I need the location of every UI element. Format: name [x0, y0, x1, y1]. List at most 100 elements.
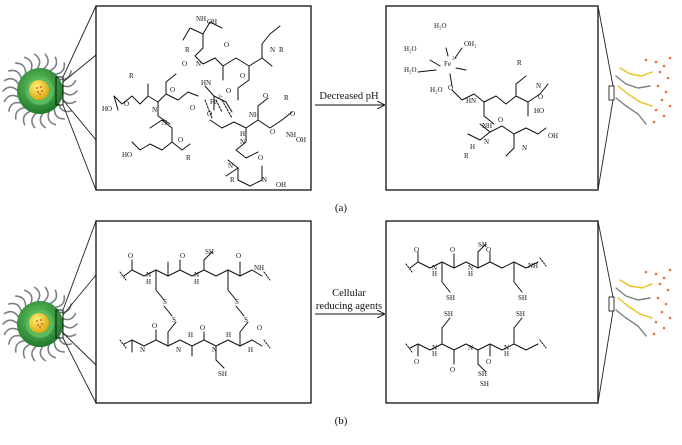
polymer-chain: [33, 53, 41, 71]
atom-label: R: [129, 72, 134, 80]
atom-label: O: [152, 322, 157, 330]
atom-label: S: [172, 316, 176, 324]
released-drug-dot: [644, 270, 648, 274]
atom-label: NH: [286, 131, 296, 139]
atom-label: S: [244, 316, 248, 324]
payload-dot: [39, 85, 43, 89]
atom-label: N: [146, 271, 151, 279]
atom-label: SH: [478, 370, 487, 378]
payload-dot: [38, 92, 42, 96]
atom-label: O: [226, 87, 231, 95]
atom-label: O: [178, 136, 183, 144]
released-drug-dot: [668, 104, 672, 108]
atom-label: R: [517, 59, 522, 67]
polymer-chain: [3, 77, 20, 86]
payload-dot: [38, 325, 42, 329]
atom-label: SH: [516, 310, 525, 318]
atom-label: O: [257, 324, 262, 332]
atom-label: N: [270, 46, 275, 54]
released-drug-dot: [662, 64, 666, 68]
atom-label: H: [248, 346, 253, 354]
atom-label: N: [262, 176, 267, 184]
released-structure-a: H₂O OH₂ H₂O H₂O H₂O Fe 3+ O O R HN N HO …: [404, 22, 558, 160]
atom-label: OH: [296, 136, 306, 144]
polymer-chain: [23, 289, 33, 305]
atom-label: N: [536, 82, 541, 90]
atom-label: OH: [207, 18, 217, 26]
payload-dot: [36, 323, 40, 327]
atom-label: O: [414, 246, 419, 254]
polymer-chain: [31, 344, 38, 362]
released-drug-dot: [668, 316, 672, 320]
payload-dot: [40, 322, 44, 326]
atom-label: HN: [466, 97, 476, 105]
zoom-lines-a-left: [55, 5, 97, 191]
polymer-chain: [3, 327, 20, 336]
atom-label: H: [432, 270, 437, 278]
reduced-peptide-structure: SH O H O H O N N N H SH SH SH SH O H O H…: [405, 241, 547, 388]
iron-center-label: Fe: [210, 98, 217, 106]
atom-label: O: [207, 110, 212, 118]
released-chain: [615, 75, 651, 89]
payload-dot: [36, 90, 40, 94]
water-ligand: H₂O: [404, 45, 417, 53]
atom-label: O: [236, 252, 241, 260]
released-drug-dot: [652, 120, 656, 124]
water-ligand: OH₂: [464, 40, 477, 48]
atom-label: H: [468, 270, 473, 278]
atom-label: H: [194, 278, 199, 286]
released-drug-dot: [662, 114, 666, 118]
structure-box-b-left: [95, 220, 312, 404]
atom-label: H: [226, 331, 231, 339]
atom-label: N: [212, 346, 217, 354]
polymer-chain: [48, 289, 58, 305]
iron-center-label: Fe: [444, 60, 451, 68]
atom-label: HO: [102, 105, 112, 113]
polymer-chain: [23, 56, 33, 72]
atom-label: N: [176, 346, 181, 354]
polymer-chain: [2, 319, 19, 325]
polymer-chain: [31, 111, 38, 129]
polymer-chain: [3, 94, 20, 103]
atom-label: N: [468, 344, 473, 352]
payload-dot: [35, 319, 39, 323]
polymer-chain: [2, 86, 19, 92]
polymer-chain: [14, 62, 27, 76]
released-chain: [619, 67, 653, 77]
atom-label: N: [196, 60, 201, 68]
atom-label: O: [128, 252, 133, 260]
atom-label: N: [468, 264, 473, 272]
atom-label: O: [200, 324, 205, 332]
atom-label: O: [450, 246, 455, 254]
zoom-lines-b-right: [597, 220, 615, 404]
atom-label: R: [185, 46, 190, 54]
polymer-chain: [39, 111, 47, 129]
released-drug-dot: [656, 296, 660, 300]
zoom-lines-a-right: [597, 5, 615, 191]
released-drug-dot: [666, 76, 670, 80]
polymer-chain: [14, 295, 27, 309]
polymer-chain: [39, 344, 47, 362]
arrow-label-a: Decreased pH: [319, 91, 379, 102]
disulfide-peptide-structure: SH O H O H O N N N H S S O H O H O N N N…: [119, 248, 271, 378]
atom-label: O: [240, 72, 245, 80]
iron-charge-label: 3+: [452, 57, 458, 62]
atom-label: R: [230, 176, 235, 184]
payload-dot: [39, 318, 43, 322]
particle-core: [29, 80, 49, 100]
water-ligand: H₂O: [430, 86, 443, 94]
atom-label: S: [163, 298, 167, 306]
atom-label: N: [254, 264, 259, 272]
polymer-chain: [53, 295, 66, 309]
atom-label: O: [448, 84, 453, 92]
atom-label: R: [279, 46, 284, 54]
polymer-chain: [60, 96, 77, 105]
polymer-chain: [42, 53, 49, 71]
atom-label: N: [484, 138, 489, 146]
atom-label: H: [240, 130, 245, 138]
released-drug-dot: [654, 272, 658, 276]
atom-label: H: [470, 143, 475, 151]
polymer-chain: [8, 334, 23, 345]
released-drug-dot: [664, 302, 668, 306]
released-drug-dot: [660, 98, 664, 102]
